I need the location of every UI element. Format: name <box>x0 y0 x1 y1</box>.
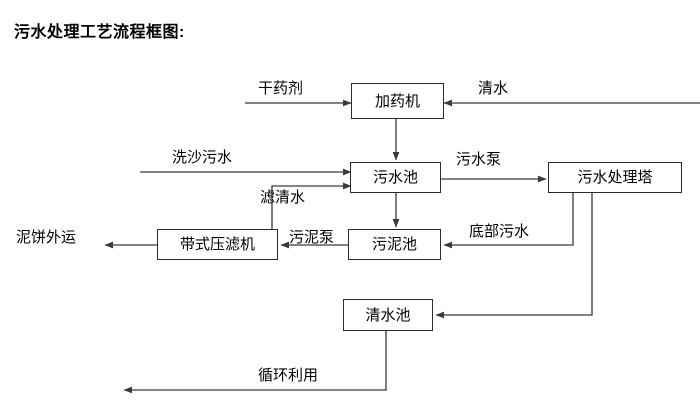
wire-filtered-clear-water <box>271 182 352 230</box>
edge-label-recycling-reuse: 循环利用 <box>258 367 319 384</box>
edge-label-clean-water-in: 清水 <box>478 80 509 97</box>
node-label: 污泥池 <box>371 236 417 253</box>
wire-tower-to-clean-water <box>435 192 593 319</box>
node-sludge-pool[interactable]: 污泥池 <box>348 229 441 260</box>
edge-label-bottom-sewage: 底部污水 <box>469 223 530 240</box>
wire-recycling-reuse <box>123 330 387 394</box>
wire-bottom-sewage <box>443 192 574 249</box>
node-label: 污水池 <box>372 169 418 186</box>
edge-label-sludge-pump: 污泥泵 <box>289 229 335 246</box>
node-sewage-pool[interactable]: 污水池 <box>350 162 441 193</box>
node-clean-water-pool[interactable]: 清水池 <box>343 299 433 331</box>
node-label: 清水池 <box>365 306 411 324</box>
node-label: 带式压滤机 <box>179 236 255 253</box>
node-belt-filter-press[interactable]: 带式压滤机 <box>157 229 278 260</box>
edge-label-sewage-pump: 污水泵 <box>456 151 502 168</box>
node-label: 加药机 <box>374 92 420 110</box>
node-dosing-machine[interactable]: 加药机 <box>351 83 444 119</box>
page-title: 污水处理工艺流程框图: <box>14 24 185 41</box>
node-treatment-tower[interactable]: 污水处理塔 <box>548 162 682 193</box>
edge-label-mud-cake-transport: 泥饼外运 <box>16 229 77 246</box>
edge-label-dry-chemical: 干药剂 <box>258 80 304 97</box>
edge-label-filtered-clear-water: 滤清水 <box>260 189 306 206</box>
node-label: 污水处理塔 <box>577 169 653 186</box>
edge-label-sand-washing-sewage: 洗沙污水 <box>172 149 233 166</box>
